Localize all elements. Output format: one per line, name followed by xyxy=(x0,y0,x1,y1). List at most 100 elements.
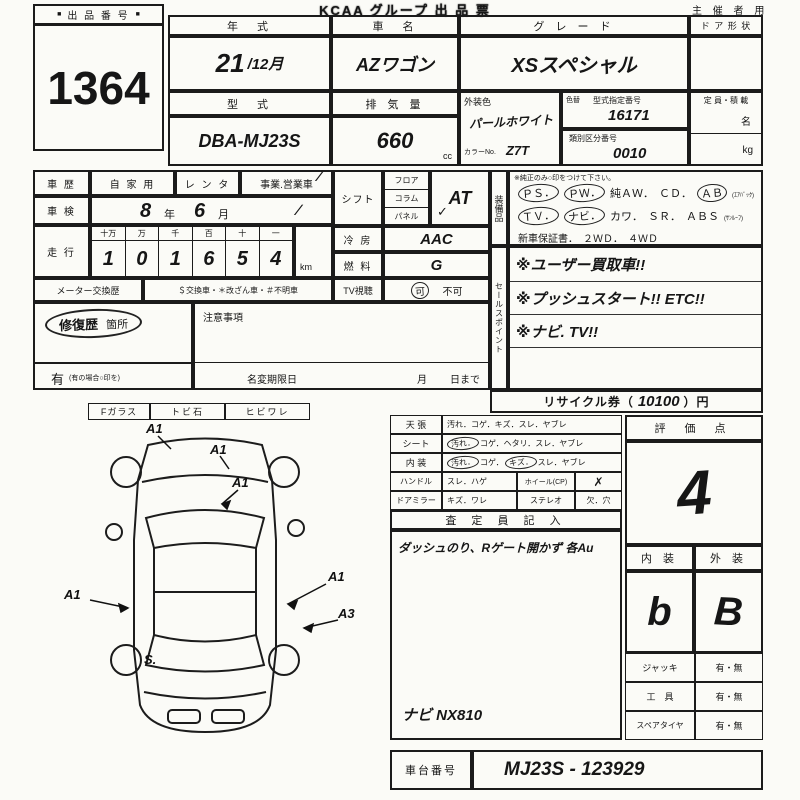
wheel-rear-right xyxy=(268,644,300,676)
history-business: 事業.営業車 xyxy=(240,170,333,196)
equip-leather: カワ． xyxy=(610,211,643,223)
leader-line xyxy=(157,435,172,450)
odometer-place-label: 百 xyxy=(192,227,225,241)
shift-option-floor: フロア xyxy=(385,172,428,190)
mirror-right xyxy=(287,519,305,537)
shift-option-column: コラム xyxy=(385,190,428,208)
odometer-col: 万 0 xyxy=(125,227,159,276)
wheel-cp-value-cell: ✗ xyxy=(575,472,622,491)
model-code-cell: DBA-MJ23S xyxy=(168,116,331,166)
equipment-line-1: ＰＳ． ＰＷ． 純ＡＷ． ＣＤ． ＡＢ (ｴｱﾊﾞｯｸ) xyxy=(517,182,754,204)
odometer-digit: 5 xyxy=(236,248,248,270)
inspection-month-unit: 月 xyxy=(218,209,229,221)
equip-pw: ＰＷ． xyxy=(563,182,606,204)
ac-cell: AAC xyxy=(383,226,490,252)
displacement-header: 排 気 量 xyxy=(331,91,459,116)
odometer-digit: 6 xyxy=(203,248,215,270)
fuel-cell: G xyxy=(383,252,490,278)
notes-box: 注意事項 名変期限日 月 日まで xyxy=(193,302,490,390)
door-mirror-options: キズ．ワレ xyxy=(442,491,517,510)
notes-label: 注意事項 xyxy=(203,313,243,324)
inspector-entry-box: ダッシュのり、Rゲート開かず 各Au ナビ NX810 xyxy=(390,530,622,740)
shift-value-cell: ✓ AT xyxy=(430,170,490,226)
door-shape-header: ド ア 形 状 xyxy=(689,15,763,36)
sales-point-row: ※ユーザー買取車!! xyxy=(510,248,761,282)
interior-grade-cell: b xyxy=(625,571,694,653)
shift-option-panel: パネル xyxy=(394,211,419,221)
damage-mark-s: S. xyxy=(144,652,156,667)
rating-score: 4 xyxy=(674,457,714,529)
corner-square-icon: ■ xyxy=(57,11,62,18)
tv-cell: 可 不可 xyxy=(383,278,490,302)
grade-header: グ レ ー ド xyxy=(459,15,689,36)
car-name-value: AZワゴン xyxy=(356,54,434,75)
interior-label: 内 装 xyxy=(390,453,442,472)
capacity-kg-unit: kg xyxy=(742,145,753,156)
interior-dirt-circled: 汚れ． xyxy=(446,454,480,471)
steering-option-text: スレ．ハゲ xyxy=(447,477,487,486)
odometer-digit: 1 xyxy=(169,248,181,270)
headliner-label: 天 張 xyxy=(390,415,442,434)
arrow-line xyxy=(287,583,327,605)
inspection-year-value: 8 xyxy=(140,200,152,222)
stereo-option-text: 欠．穴 xyxy=(586,496,611,505)
stereo-options: 欠．穴 xyxy=(575,491,622,510)
inspection-year-unit: 年 xyxy=(164,209,175,221)
door-mirror-label: ドアミラー xyxy=(390,491,442,510)
equip-ps: ＰＳ． xyxy=(517,182,560,204)
wheel-cp-label: ホイール(CP) xyxy=(517,472,575,491)
seat-option-text: コゲ．ヘタリ．スレ．ヤブレ xyxy=(480,439,584,448)
exterior-grade-header: 外 装 xyxy=(694,545,763,571)
mileage-header: 走 行 xyxy=(33,225,90,278)
model-code-header: 型 式 xyxy=(168,91,331,116)
grade-cell: XSスペシャル xyxy=(459,36,689,91)
steering-label: ハンドル xyxy=(390,472,442,491)
displacement-cell: 660 cc xyxy=(331,116,459,166)
inspector-memo: ダッシュのり、Rゲート開かず 各Au xyxy=(398,541,594,555)
odometer-digit: 1 xyxy=(102,248,114,270)
exterior-grade-value: B xyxy=(712,588,745,635)
interior-option-text: コゲ． xyxy=(480,458,504,467)
repair-yes-row: 有 (有の場合○印を) xyxy=(35,362,191,392)
displacement-unit: cc xyxy=(443,151,452,161)
door-mirror-option-text: キズ．ワレ xyxy=(447,496,487,505)
tools-yes-no: 有・無 xyxy=(695,682,763,711)
odometer-place-label: 千 xyxy=(159,227,192,241)
tv-header: TV視聴 xyxy=(333,278,383,302)
equipment-note: ※純正のみ○印をつけて下さい。 xyxy=(514,175,616,182)
exterior-color-label: 外装色 xyxy=(464,97,492,107)
year-value-cell: 21 /12月 xyxy=(168,36,331,91)
arrow-line xyxy=(221,489,239,505)
lot-number-value: 1364 xyxy=(33,24,164,151)
name-change-row: 名変期限日 月 日まで xyxy=(195,362,488,392)
equip-navi: ナビ． xyxy=(563,205,606,227)
sales-points-vertical-header: セールスポイント xyxy=(490,246,508,390)
mirror-left xyxy=(105,523,123,541)
repair-location-label: 箇所 xyxy=(105,318,129,332)
ac-header: 冷 房 xyxy=(333,226,383,252)
damage-mark-a1: A1 xyxy=(327,569,345,584)
wheel-cp-mark: ✗ xyxy=(593,474,604,489)
door-shape-cell xyxy=(689,36,763,91)
shift-value: AT xyxy=(448,187,472,208)
odometer-col: 十万 1 xyxy=(92,227,126,276)
odometer-unit-cell: km xyxy=(294,225,333,278)
damage-mark-a1: A1 xyxy=(209,442,227,457)
spare-tire-yes-no: 有・無 xyxy=(695,711,763,740)
meter-exchange-header: メーター交換歴 xyxy=(33,278,143,302)
sales-point-2: ※プッシュスタート!! ETC!! xyxy=(516,290,705,308)
repair-history-circle: 修復歴 箇所 xyxy=(44,307,143,340)
equipment-box: ※純正のみ○印をつけて下さい。 ＰＳ． ＰＷ． 純ＡＷ． ＣＤ． ＡＢ (ｴｱﾊ… xyxy=(508,170,763,246)
sales-point-row: ※プッシュスタート!! ETC!! xyxy=(510,282,761,315)
damage-mark-a3: A3 xyxy=(337,606,355,621)
shift-header: シフト xyxy=(333,170,383,226)
inspection-cell: 8 年 6 月 ∕ xyxy=(90,196,333,225)
name-change-deadline-label: 名変期限日 xyxy=(247,375,297,386)
corner-square-icon: ■ xyxy=(135,11,140,18)
inspector-entry-header: 査 定 員 記 入 xyxy=(390,510,622,530)
equip-cd: ＣＤ． xyxy=(659,188,692,200)
odometer-col: 一 4 xyxy=(259,227,292,276)
odometer-col: 十 5 xyxy=(226,227,260,276)
stone-chip-option: トビ石 xyxy=(150,403,225,420)
equipment-line-3: 新車保証書． ２ＷＤ． ４ＷＤ xyxy=(518,234,658,245)
